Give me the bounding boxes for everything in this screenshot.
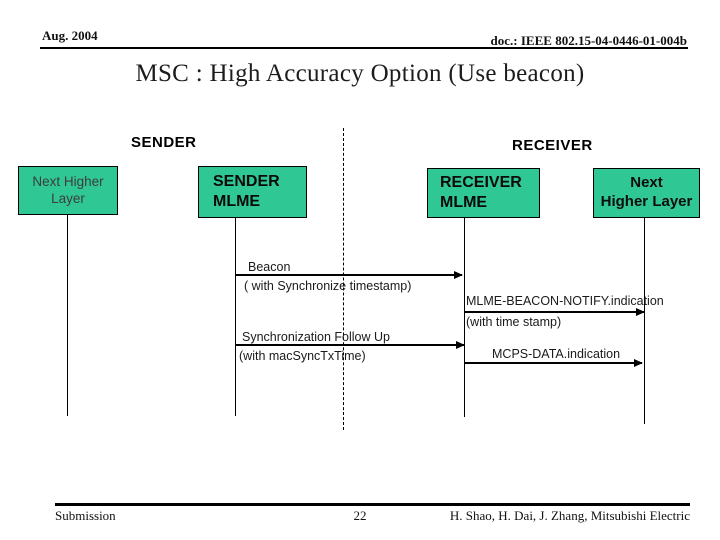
message-beacon-sublabel: ( with Synchronize timestamp)	[244, 279, 412, 293]
arrowhead-right-icon	[454, 271, 463, 279]
entity-box-sender-next-higher-layer: Next Higher Layer	[18, 166, 118, 215]
message-beacon-notify-sublabel: (with time stamp)	[466, 315, 562, 329]
entity-label: SENDER MLME	[213, 173, 280, 210]
sender-group-label: SENDER	[131, 134, 197, 151]
lifeline-sender-mlme	[235, 218, 236, 416]
lifeline-sender-next-higher-layer	[67, 215, 68, 416]
message-mcps-data-label: MCPS-DATA.indication	[492, 347, 621, 361]
entity-label: RECEIVER MLME	[440, 174, 522, 211]
footer-submission: Submission	[55, 508, 116, 523]
message-beacon-label: Beacon	[248, 260, 291, 274]
lifeline-receiver-mlme	[464, 218, 465, 417]
entity-label: Next Higher Layer	[600, 174, 693, 210]
header-date: Aug. 2004	[42, 28, 98, 43]
receiver-group-label: RECEIVER	[512, 137, 593, 154]
header-doc-number: doc.: IEEE 802.15-04-0446-01-004b	[490, 33, 687, 48]
arrow-sync-follow-up	[235, 341, 465, 349]
entity-box-receiver-mlme: RECEIVER MLME	[427, 168, 540, 218]
entity-box-receiver-next-higher-layer: Next Higher Layer	[593, 168, 700, 218]
message-sync-follow-up-sublabel: (with macSyncTxTime)	[239, 349, 366, 363]
message-beacon-notify-label: MLME-BEACON-NOTIFY.indication	[466, 294, 664, 308]
entity-box-sender-mlme: SENDER MLME	[198, 166, 307, 218]
arrow-beacon	[235, 271, 463, 279]
arrowhead-right-icon	[636, 308, 645, 316]
arrowhead-right-icon	[634, 359, 643, 367]
header-rule	[40, 47, 688, 49]
arrow-mcps-data	[464, 359, 643, 367]
lifeline-receiver-next-higher-layer	[644, 218, 645, 424]
footer-rule	[55, 503, 690, 506]
arrowhead-right-icon	[456, 341, 465, 349]
footer-page-number: 22	[353, 508, 367, 523]
footer-authors: H. Shao, H. Dai, J. Zhang, Mitsubishi El…	[449, 508, 690, 523]
message-sync-follow-up-label: Synchronization Follow Up	[242, 330, 390, 344]
dashed-divider-line	[343, 128, 344, 430]
entity-label: Next Higher Layer	[32, 173, 104, 206]
arrow-beacon-notify	[464, 308, 645, 316]
slide-title: MSC : High Accuracy Option (Use beacon)	[135, 60, 585, 87]
